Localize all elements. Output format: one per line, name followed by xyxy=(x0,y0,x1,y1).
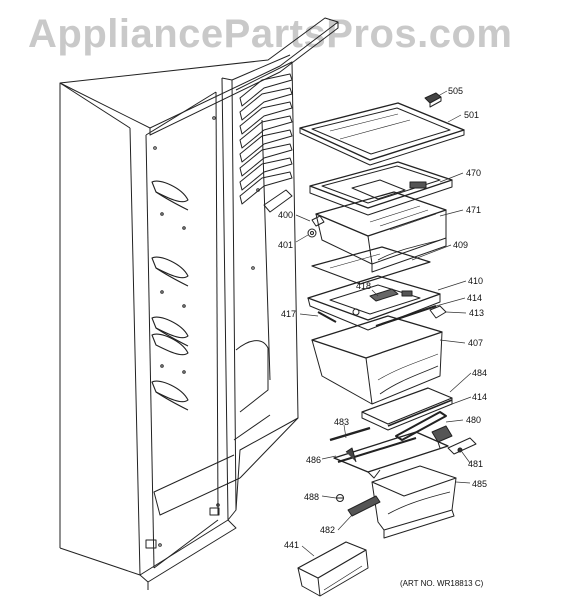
label-401: 401 xyxy=(278,240,294,250)
part-409-glass-cover xyxy=(312,247,430,284)
label-471: 471 xyxy=(466,205,482,215)
label-413: 413 xyxy=(469,308,485,318)
part-471-snack-pan xyxy=(316,192,446,272)
label-485: 485 xyxy=(472,479,488,489)
label-480: 480 xyxy=(466,415,482,425)
label-484: 484 xyxy=(472,368,488,378)
label-488: 488 xyxy=(304,492,320,502)
leader-lines xyxy=(296,91,471,556)
label-418: 418 xyxy=(356,281,372,291)
label-410: 410 xyxy=(468,276,484,286)
label-470: 470 xyxy=(466,168,482,178)
label-486: 486 xyxy=(306,455,322,465)
part-414-480-rails xyxy=(330,400,452,448)
part-485-bottom-drawer xyxy=(372,466,456,538)
label-409: 409 xyxy=(453,240,469,250)
part-482-488-bits xyxy=(336,495,380,517)
label-400: 400 xyxy=(278,210,294,220)
label-482: 482 xyxy=(320,525,336,535)
watermark-text: AppliancePartsPros.com xyxy=(28,12,513,56)
part-407-crisper-pan xyxy=(312,316,442,404)
right-shelf-rails xyxy=(236,74,292,412)
part-441-door-bin xyxy=(298,542,368,596)
part-410-cover-frame xyxy=(308,276,446,330)
part-501-glass-shelf xyxy=(300,103,464,165)
label-407: 407 xyxy=(468,338,484,348)
label-505: 505 xyxy=(448,86,464,96)
left-shelf-rails xyxy=(152,181,188,410)
part-481-stop xyxy=(448,438,476,454)
art-number-caption: (ART NO. WR18813 C) xyxy=(400,579,484,588)
part-505-clip xyxy=(425,93,441,107)
label-414-lower: 414 xyxy=(472,392,488,402)
label-417: 417 xyxy=(281,309,297,319)
part-470-shelf-frame xyxy=(310,162,452,215)
part-486-drawer-frame xyxy=(334,432,448,478)
part-400-401-bits xyxy=(308,216,324,237)
refrigerator-cabinet xyxy=(60,18,338,590)
label-441: 441 xyxy=(284,540,300,550)
part-484-divider xyxy=(362,388,452,430)
label-483: 483 xyxy=(334,417,350,427)
label-414: 414 xyxy=(467,293,483,303)
label-481: 481 xyxy=(468,459,484,469)
label-501: 501 xyxy=(464,110,480,120)
